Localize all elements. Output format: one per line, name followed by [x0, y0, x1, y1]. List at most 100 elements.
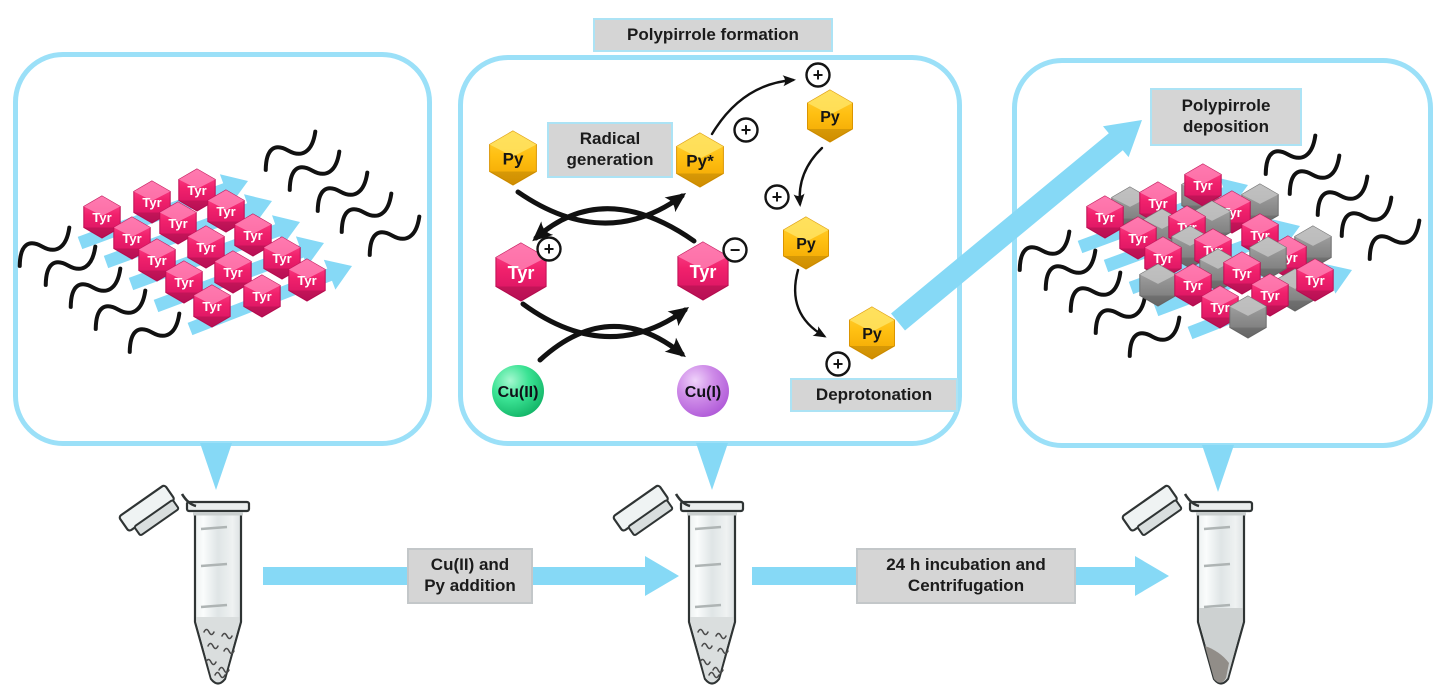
label-line: 24 h incubation and [886, 555, 1046, 575]
polypyrrole-hexagon [1139, 263, 1177, 307]
fibril-squiggle [214, 671, 226, 679]
polymer-wave [1017, 229, 1072, 272]
polymer-wave [17, 225, 72, 268]
hexagon-label: Tyr [690, 262, 717, 282]
pointer-left [200, 443, 232, 490]
polymer-wave [127, 311, 182, 354]
tube-cap [1121, 484, 1183, 536]
graduation-mark [200, 603, 228, 609]
fibril-squiggle [221, 632, 233, 640]
graduation-mark [200, 525, 228, 531]
tyrosine-hexagon: Tyr [187, 225, 225, 269]
eppendorf-tube [612, 484, 745, 685]
label-line: Deprotonation [815, 384, 933, 404]
tyrosine-hexagon: Tyr [1174, 263, 1212, 307]
fibril-squiggle [715, 632, 727, 640]
cu2-sphere: Cu(II) [492, 365, 544, 417]
hexagon-label: Tyr [1210, 300, 1229, 315]
hexagon-label: Tyr [168, 216, 187, 231]
label-line: generation [566, 150, 654, 169]
tyrosine-hexagon: Tyr [1223, 251, 1261, 295]
tyrosine-hexagon: Tyr [234, 213, 272, 257]
arrow-py1-to-py2 [793, 146, 824, 207]
label-line: Polypirrole [1181, 96, 1271, 116]
polymer-wave [287, 149, 342, 192]
cap-hinge [674, 493, 691, 508]
plus-charge-icon: + [825, 351, 851, 377]
fibril-squiggle [203, 628, 215, 636]
tyrosine-hexagon: Tyr [288, 258, 326, 302]
arrow-py2-to-py3 [794, 268, 827, 338]
hexagon-label: Tyr [142, 195, 161, 210]
hexagon-label: Py [820, 109, 840, 126]
pyrrole-hexagon: Py [849, 306, 895, 360]
cap-hinge [180, 493, 197, 508]
polymer-wave [1068, 270, 1123, 313]
hexagon-label: Tyr [1305, 273, 1324, 288]
polymer-wave [68, 266, 123, 309]
svg-text:+: + [741, 120, 752, 140]
title-polypyrrole-formation: Polypirrole formation [593, 18, 833, 52]
arc-cu2-to-cu1 [537, 324, 686, 363]
eppendorf-tube [118, 484, 251, 685]
hexagon-label: Tyr [122, 231, 141, 246]
tyrosine-hexagon: Tyr [193, 284, 231, 328]
tube-suspension [196, 617, 240, 682]
tube-lip [687, 512, 737, 516]
hexagon-label: Py [862, 326, 882, 343]
hexagon-label: Py* [686, 152, 714, 171]
hexagon-label: Tyr [297, 273, 316, 288]
svg-text:+: + [833, 354, 844, 374]
tube-lip [1196, 512, 1246, 516]
hexagon-label: Tyr [196, 240, 215, 255]
polypyrrole-hexagon [1229, 295, 1267, 339]
tube-lip [193, 512, 243, 516]
graduation-mark [694, 525, 722, 531]
fibril-squiggle [205, 658, 217, 666]
label-line: deposition [1183, 117, 1269, 136]
hexagon-label: Tyr [92, 210, 111, 225]
label-incubation-centrifugation: 24 h incubation and Centrifugation [856, 548, 1076, 604]
arc-tyrminus-to-tyrplus [532, 206, 697, 244]
sphere-label: Cu(I) [685, 384, 721, 401]
tyrosine-hexagon: Tyr [677, 241, 729, 301]
arrow-pystar-to-py1 [710, 75, 796, 136]
polymer-wave [1339, 195, 1394, 238]
hexagon-label: Tyr [216, 204, 235, 219]
eppendorf-tube [1121, 484, 1254, 685]
tyrosine-hexagon: Tyr [165, 260, 203, 304]
plus-charge-icon: + [536, 236, 562, 262]
pyrrole-hexagon: Py [807, 89, 853, 143]
pointer-middle [696, 443, 728, 490]
polymer-wave [93, 288, 148, 331]
hexagon-label: Tyr [147, 253, 166, 268]
hexagon-label: Tyr [252, 289, 271, 304]
tyrosine-hexagon: Tyr [1201, 285, 1239, 329]
sphere-label: Cu(II) [498, 384, 539, 401]
plus-charge-icon: + [764, 184, 790, 210]
label-polypyrrole-deposition: Polypirrole deposition [1150, 88, 1302, 146]
polymer-wave [1263, 133, 1318, 176]
graduation-mark [1203, 525, 1231, 531]
tyrosine-hexagon: Tyr [159, 201, 197, 245]
label-deprotonation: Deprotonation [790, 378, 958, 412]
tubes-group [118, 484, 1254, 685]
tube-cap [118, 484, 180, 536]
tyrosine-hexagon: Tyr [83, 195, 121, 239]
polymer-wave [1367, 218, 1422, 261]
graduation-mark [1203, 562, 1231, 568]
hexagon-label: Tyr [187, 183, 206, 198]
graduation-mark [200, 562, 228, 568]
hexagon-label: Py [796, 236, 816, 253]
tyrosine-hexagon: Tyr [243, 274, 281, 318]
pyrrole-hexagon: Py [783, 216, 829, 270]
hexagon-label: Tyr [1148, 196, 1167, 211]
hexagon-label: Tyr [1153, 251, 1172, 266]
svg-text:+: + [544, 239, 555, 259]
fibril-left-group: TyrTyrTyrTyrTyrTyrTyrTyrTyrTyrTyrTyrTyrT… [17, 129, 422, 354]
hexagon-label: Tyr [1128, 231, 1147, 246]
graduation-mark [694, 562, 722, 568]
